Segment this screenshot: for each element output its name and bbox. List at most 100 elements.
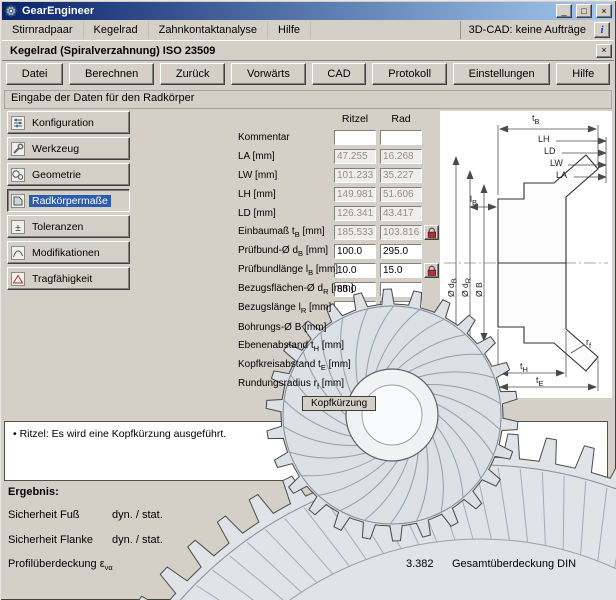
- document-title: Kegelrad (Spiralverzahnung) ISO 23509: [4, 45, 596, 57]
- form-row: LA [mm]: [238, 147, 440, 166]
- ritzel-input[interactable]: [334, 225, 376, 240]
- field-label: Bohrungs-Ø B [mm]: [238, 322, 334, 333]
- sidebar-item-label: Geometrie: [29, 169, 84, 181]
- document-close-button[interactable]: ×: [596, 44, 612, 58]
- sidebar-item-radkoerpermasse[interactable]: Radkörpermaße: [7, 189, 130, 212]
- rad-input[interactable]: [380, 320, 422, 335]
- ritzel-input[interactable]: [334, 130, 376, 145]
- form-row: LW [mm]: [238, 166, 440, 185]
- form-row: Bezugslänge lR [mm]: [238, 299, 440, 318]
- rad-input[interactable]: [380, 187, 422, 202]
- input-form: Ritzel Rad Kommentar LA [mm] LW [mm] LH [mm…: [238, 111, 440, 394]
- sidebar-item-geometrie[interactable]: Geometrie: [7, 163, 130, 186]
- ritzel-input[interactable]: [334, 206, 376, 221]
- dim-label-lb: lB: [470, 194, 477, 207]
- result-label-flank-safety: Sicherheit Flanke: [8, 534, 93, 546]
- menu-item-hilfe[interactable]: Hilfe: [268, 21, 311, 39]
- menu-item-kegelrad[interactable]: Kegelrad: [84, 21, 149, 39]
- results-heading: Ergebnis:: [8, 486, 59, 498]
- dim-label-th: tH: [520, 361, 528, 374]
- rad-input[interactable]: [380, 206, 422, 221]
- sidebar-item-label: Werkzeug: [29, 143, 82, 155]
- toolbar-button-berechnen[interactable]: Berechnen: [69, 63, 154, 85]
- toolbar-button-einstellungen[interactable]: Einstellungen: [453, 63, 551, 85]
- form-rows: Kommentar LA [mm] LW [mm] LH [mm] LD [mm] Ein…: [238, 128, 440, 394]
- toolbar-button-vorwaerts[interactable]: Vorwärts: [231, 63, 305, 85]
- column-header-ritzel: Ritzel: [334, 113, 376, 125]
- result-total-contact-label: Gesamtüberdeckung DIN: [452, 558, 576, 570]
- close-button[interactable]: ×: [596, 4, 612, 18]
- svg-text:±: ±: [15, 223, 21, 234]
- dim-label-tb: tB: [532, 113, 540, 126]
- rad-input[interactable]: [380, 225, 422, 240]
- lock-button[interactable]: [424, 263, 439, 278]
- dim-label-d-b: Ø dB: [446, 278, 459, 297]
- minimize-button[interactable]: _: [556, 4, 572, 18]
- field-label: LW [mm]: [238, 170, 334, 181]
- configuration-icon: [11, 116, 25, 130]
- menu-item-stirnradpaar[interactable]: Stirnradpaar: [2, 21, 84, 39]
- toolbar-button-datei[interactable]: Datei: [6, 63, 63, 85]
- kopfkuerzung-label: Kopfkürzung: [302, 396, 376, 411]
- message-text: • Ritzel: Es wird eine Kopfkürzung ausge…: [13, 428, 226, 440]
- rad-input[interactable]: [380, 263, 422, 278]
- dim-label-lh: LH: [538, 134, 550, 144]
- toolbar-button-cad[interactable]: CAD: [312, 63, 367, 85]
- field-label: Kommentar: [238, 132, 334, 143]
- rad-input[interactable]: [380, 301, 422, 316]
- menu-item-zahnkontaktanalyse[interactable]: Zahnkontaktanalyse: [149, 21, 268, 39]
- ritzel-input[interactable]: [334, 187, 376, 202]
- ritzel-input[interactable]: [334, 244, 376, 259]
- ritzel-input[interactable]: [334, 168, 376, 183]
- app-icon: [4, 4, 18, 18]
- form-row: Bohrungs-Ø B [mm]: [238, 318, 440, 337]
- field-label: Ebenenabstand tH [mm]: [238, 340, 334, 353]
- field-label: LD [mm]: [238, 208, 334, 219]
- section-header: Eingabe der Daten für den Radkörper: [4, 90, 612, 109]
- dim-label-d-r: Ø dR: [460, 278, 473, 297]
- rad-input[interactable]: [380, 282, 422, 297]
- dim-label-lw: LW: [550, 158, 563, 168]
- tool-icon: [11, 142, 25, 156]
- sidebar-item-konfiguration[interactable]: Konfiguration: [7, 111, 130, 134]
- document-titlebar: Kegelrad (Spiralverzahnung) ISO 23509 ×: [2, 40, 614, 61]
- toolbar-button-hilfe[interactable]: Hilfe: [556, 63, 610, 85]
- field-label: Prüfbundlänge lB [mm]: [238, 264, 334, 277]
- column-header-rad: Rad: [380, 113, 422, 125]
- section-title: Eingabe der Daten für den Radkörper: [11, 92, 194, 104]
- titlebar: GearEngineer _ □ ×: [2, 2, 614, 20]
- field-label: LH [mm]: [238, 189, 334, 200]
- toolbar-button-protokoll[interactable]: Protokoll: [372, 63, 446, 85]
- rad-input[interactable]: [380, 168, 422, 183]
- sidebar-item-werkzeug[interactable]: Werkzeug: [7, 137, 130, 160]
- form-row: Kopfkreisabstand tE [mm]: [238, 356, 440, 375]
- rad-input[interactable]: [380, 358, 422, 373]
- rad-input[interactable]: [380, 244, 422, 259]
- result-label-profile-contact: Profilüberdeckung εvα: [8, 558, 113, 572]
- sidebar-item-toleranzen[interactable]: ± Toleranzen: [7, 215, 130, 238]
- ritzel-input[interactable]: [334, 301, 376, 316]
- tolerances-icon: ±: [11, 220, 25, 234]
- rad-input[interactable]: [380, 149, 422, 164]
- form-row: LD [mm]: [238, 204, 440, 223]
- sidebar-item-label: Toleranzen: [29, 221, 86, 233]
- field-label: Bezugslänge lR [mm]: [238, 302, 334, 315]
- maximize-button[interactable]: □: [576, 4, 592, 18]
- form-row: Rundungsradius rf [mm]: [238, 375, 440, 394]
- rad-input[interactable]: [380, 130, 422, 145]
- lock-button[interactable]: [424, 225, 439, 240]
- form-row: Prüfbund-Ø dB [mm]: [238, 242, 440, 261]
- sidebar-item-modifikationen[interactable]: Modifikationen: [7, 241, 130, 264]
- result-value-flank-safety: dyn. / stat.: [112, 534, 163, 546]
- field-label: Einbaumaß tB [mm]: [238, 226, 334, 239]
- rad-input[interactable]: [380, 377, 422, 392]
- ritzel-input[interactable]: [334, 320, 376, 335]
- rad-input[interactable]: [380, 339, 422, 354]
- ritzel-input[interactable]: [334, 263, 376, 278]
- ritzel-input[interactable]: [334, 149, 376, 164]
- form-row: LH [mm]: [238, 185, 440, 204]
- info-button[interactable]: i: [594, 22, 610, 38]
- toolbar-button-zurueck[interactable]: Zurück: [160, 63, 225, 85]
- dim-label-ld: LD: [544, 146, 556, 156]
- sidebar-item-tragfaehigkeit[interactable]: Tragfähigkeit: [7, 267, 130, 290]
